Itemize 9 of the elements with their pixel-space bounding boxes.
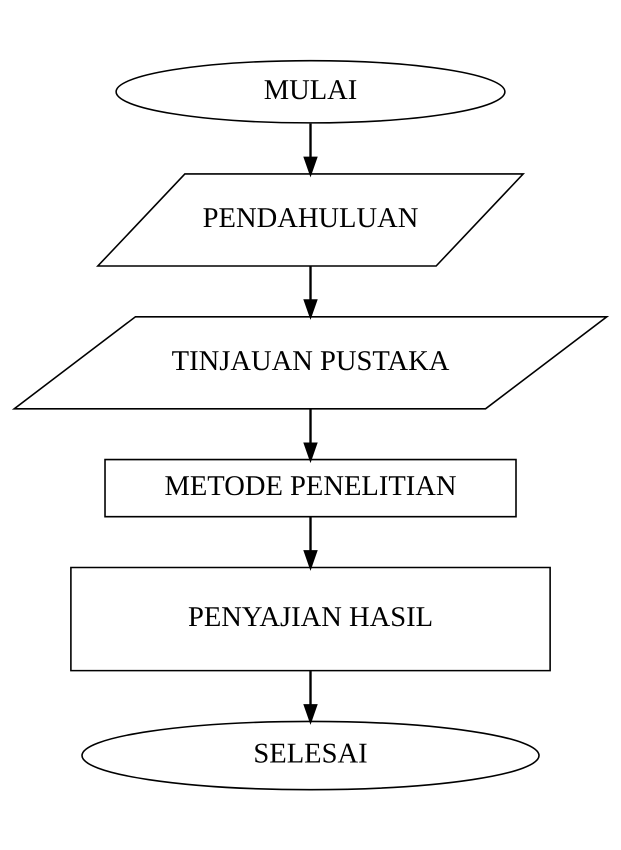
node-ellipse: MULAI (115, 60, 506, 124)
arrow (303, 516, 318, 571)
node-box: PENYAJIAN HASIL (70, 566, 551, 672)
arrow (303, 409, 318, 464)
arrow (303, 124, 318, 178)
arrow (303, 266, 318, 320)
node-ellipse: SELESAI (81, 720, 540, 790)
node-box: METODE PENELITIAN (104, 458, 517, 518)
arrow (303, 671, 318, 725)
